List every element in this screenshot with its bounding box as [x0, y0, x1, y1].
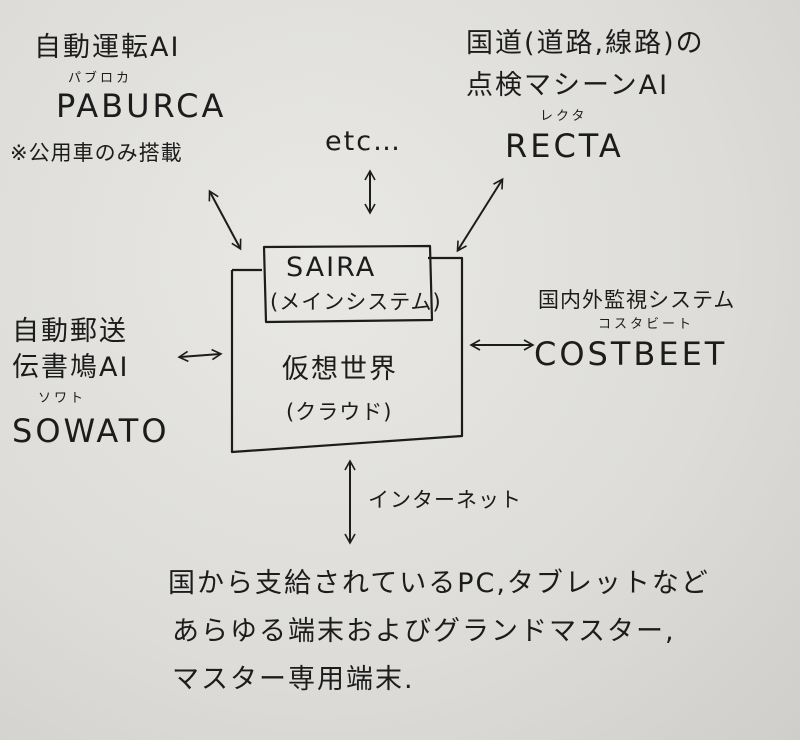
- saira-box: [262, 244, 434, 324]
- recta-name: RECTA: [505, 127, 624, 165]
- paburca-note: ※公用車のみ搭載: [10, 141, 183, 165]
- virtual-world-box: [230, 256, 464, 454]
- paburca-ruby: パブロカ: [68, 71, 133, 86]
- virtual-world-sub: (クラウド): [286, 400, 393, 424]
- costbeet-name: COSTBEET: [534, 335, 728, 373]
- saira-name: SAIRA: [286, 252, 377, 283]
- saira-sub: (メインシステム): [270, 290, 442, 314]
- paburca-line1: 自動運転AI: [34, 32, 181, 63]
- sowato-name: SOWATO: [12, 412, 170, 450]
- recta-ruby: レクタ: [540, 109, 588, 124]
- arrow-paburca: [208, 189, 242, 251]
- recta-line2: 点検マシーンAI: [466, 70, 670, 101]
- costbeet-ruby: コスタビート: [598, 317, 695, 332]
- arrow-sowato: [177, 348, 223, 363]
- etc-label: etc…: [325, 126, 403, 157]
- recta-line1: 国道(道路,線路)の: [466, 28, 705, 59]
- virtual-world-title: 仮想世界: [282, 354, 398, 385]
- costbeet-line1: 国内外監視システム: [538, 288, 736, 312]
- footer-line2: あらゆる端末およびグランドマスター,: [172, 616, 676, 647]
- footer-line1: 国から支給されているPC,タブレットなど: [168, 568, 710, 599]
- sowato-ruby: ソワト: [38, 391, 87, 406]
- internet-label: インターネット: [368, 488, 522, 512]
- arrow-recta: [456, 177, 504, 253]
- sowato-line1: 自動郵送: [12, 316, 128, 347]
- footer-line3: マスター専用端末.: [172, 664, 415, 695]
- paburca-name: PABURCA: [56, 87, 227, 125]
- sowato-line2: 伝書鳩AI: [12, 352, 130, 383]
